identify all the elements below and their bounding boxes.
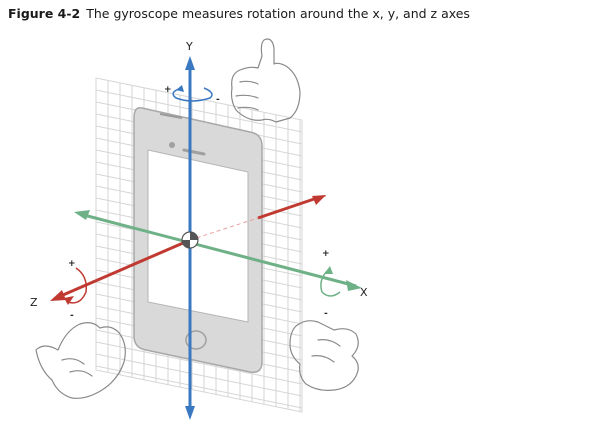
x-plus-sign: + [322,249,330,259]
y-rotation-arrow [172,85,213,102]
earpiece [182,148,206,156]
z-axis-line [55,238,191,300]
x-axis-line [79,212,357,288]
top-button [159,113,183,119]
z-axis-arrow-front [50,290,66,301]
thumb-up-hand-illustration [230,38,301,123]
device-screen [147,149,249,323]
grid-line-horizontal [95,353,303,397]
y-axis-arrow-up [185,56,195,70]
x-axis-arrow-right [346,280,362,291]
origin-marker [181,231,199,249]
y-plus-sign: + [164,85,172,95]
z-rotation-arrow [64,267,88,305]
grid-line-horizontal [95,89,303,133]
z-axis-arrow-back [312,195,326,205]
figure-number: Figure 4-2 [8,6,81,21]
curled-hand-left-illustration [35,322,126,399]
home-button [185,330,207,350]
x-axis-label: X [360,286,368,299]
x-minus-sign: - [324,309,328,319]
grid-line-horizontal [95,341,303,385]
y-axis-arrow-down [185,406,195,420]
z-axis-line-back [257,195,321,220]
y-axis-label: Y [185,40,193,53]
grid-line-horizontal [95,365,303,409]
z-axis-label: Z [30,296,38,309]
x-rotation-arrow [320,266,341,297]
front-camera [169,142,175,148]
z-plus-sign: + [68,259,76,269]
z-minus-sign: - [70,311,74,321]
thumb-hand-right-illustration [289,320,359,391]
figure-caption-text: The gyroscope measures rotation around t… [86,6,470,21]
figure-caption: Figure 4-2 The gyroscope measures rotatio… [8,6,470,21]
y-minus-sign: - [216,95,220,105]
x-axis-arrow-left [74,210,90,220]
